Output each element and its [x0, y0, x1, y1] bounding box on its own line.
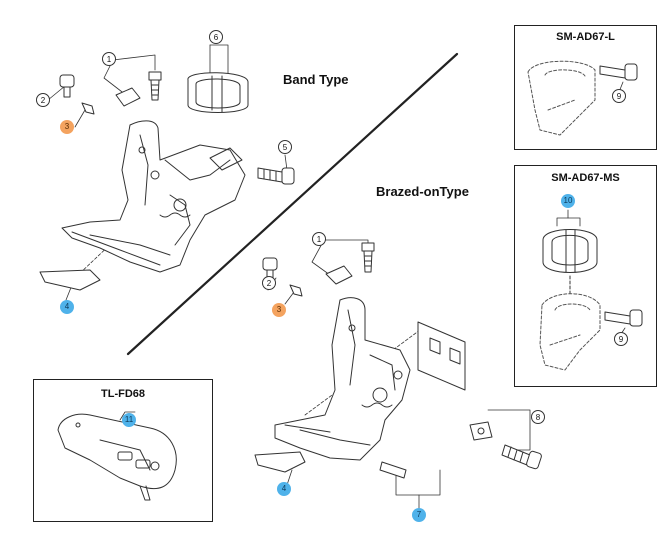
- ad67ms-adapter-part: [539, 293, 601, 371]
- section-divider-line: [126, 52, 459, 356]
- band-cover-plate-part: [39, 269, 101, 291]
- callout-band-6: 6: [209, 30, 223, 44]
- brazed-small-screw-part: [289, 284, 303, 297]
- callout-band-3: 3: [60, 120, 74, 134]
- band-bolt-part: [59, 74, 75, 98]
- band-plate-part: [115, 87, 141, 107]
- callout-brazed-4: 4: [277, 482, 291, 496]
- sm-ad67-l-title: SM-AD67-L: [556, 31, 615, 43]
- callout-ad67ms-9: 9: [614, 332, 628, 346]
- tl-fd68-title: TL-FD68: [101, 388, 145, 400]
- callout-band-5: 5: [278, 140, 292, 154]
- brazed-grub-screw-part: [379, 461, 407, 479]
- ad67ms-clamp-part: [542, 209, 598, 301]
- band-small-screw-part: [81, 102, 95, 115]
- callout-tlfd68-11: 11: [122, 413, 136, 427]
- callout-brazed-1: 1: [312, 232, 326, 246]
- band-screw-part: [148, 71, 162, 101]
- ad67ms-bolt-part: [604, 309, 643, 335]
- callout-ad67ms-10: 10: [561, 194, 575, 208]
- brazed-plate-part: [325, 265, 353, 285]
- brazed-on-type-title: Brazed-onType: [376, 184, 469, 199]
- callout-brazed-2: 2: [262, 276, 276, 290]
- brazed-derailleur-body: [274, 297, 411, 461]
- callout-band-1: 1: [102, 52, 116, 66]
- tl-fd68-panel: TL-FD68: [33, 379, 213, 522]
- brazed-cover-plate-part: [254, 451, 306, 473]
- band-type-title: Band Type: [283, 72, 349, 87]
- sm-ad67-l-panel: SM-AD67-L: [514, 25, 657, 150]
- band-derailleur-body: [61, 120, 246, 273]
- brazed-bolt-washer-part: [469, 421, 542, 470]
- brazed-shim-part: [417, 321, 466, 391]
- callout-band-4: 4: [60, 300, 74, 314]
- callout-brazed-7: 7: [412, 508, 426, 522]
- callout-band-2: 2: [36, 93, 50, 107]
- sm-ad67-ms-panel: SM-AD67-MS: [514, 165, 657, 387]
- band-clamp-part: [187, 72, 249, 113]
- brazed-screw-part: [361, 242, 375, 273]
- band-leader-lines: [47, 44, 288, 301]
- callout-brazed-8: 8: [531, 410, 545, 424]
- tlfd68-tool-part: [57, 411, 177, 501]
- sm-ad67-ms-title: SM-AD67-MS: [551, 172, 620, 184]
- callout-brazed-3: 3: [272, 303, 286, 317]
- callout-ad67l-9: 9: [612, 89, 626, 103]
- band-clamp-bolt-part: [257, 167, 295, 185]
- ad67l-adapter-part: [527, 60, 596, 136]
